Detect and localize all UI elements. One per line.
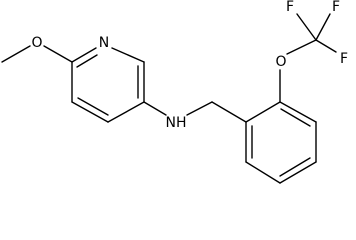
bond-c6-n1: [71, 47, 97, 63]
bond-c-f-right: [315, 39, 337, 53]
structure-canvas: O N NH O F F F: [1, 0, 348, 184]
bond-b2-b3-double: [280, 108, 311, 127]
bond-n1-c2: [111, 47, 145, 63]
atom-label-nh-amine: NH: [166, 115, 187, 131]
bond-c4-c5: [71, 101, 109, 123]
atom-label-f-top-left: F: [286, 0, 294, 15]
bond-b2-b3: [279, 101, 317, 123]
bond-o-cf3: [286, 39, 317, 55]
atom-label-o-methoxy: O: [31, 35, 42, 51]
bond-b4-b5-double: [279, 157, 311, 177]
bond-o-c6: [43, 45, 73, 63]
bond-c-f-top-right: [315, 13, 331, 41]
bond-c-f-top-left: [296, 13, 317, 41]
molecule-drawing: O N NH O F F F: [1, 0, 348, 184]
atom-label-f-top-right: F: [332, 0, 340, 15]
bond-nh-ch2: [186, 101, 213, 116]
bond-methyl-o: [1, 45, 31, 63]
atom-label-f-right: F: [340, 51, 348, 67]
bond-c6-n1-double: [76, 54, 98, 68]
bond-ch2-aryl: [211, 101, 247, 123]
bond-b4-b5: [279, 161, 317, 184]
bond-b1-b2: [245, 101, 281, 123]
atom-label-n-pyridine: N: [99, 35, 109, 51]
bond-c3-nh: [143, 101, 167, 116]
bond-c4-c5-double: [77, 97, 109, 116]
bond-b5-b6: [245, 161, 281, 184]
atom-label-o-ether: O: [275, 54, 286, 70]
bond-c3-c4: [107, 101, 145, 123]
